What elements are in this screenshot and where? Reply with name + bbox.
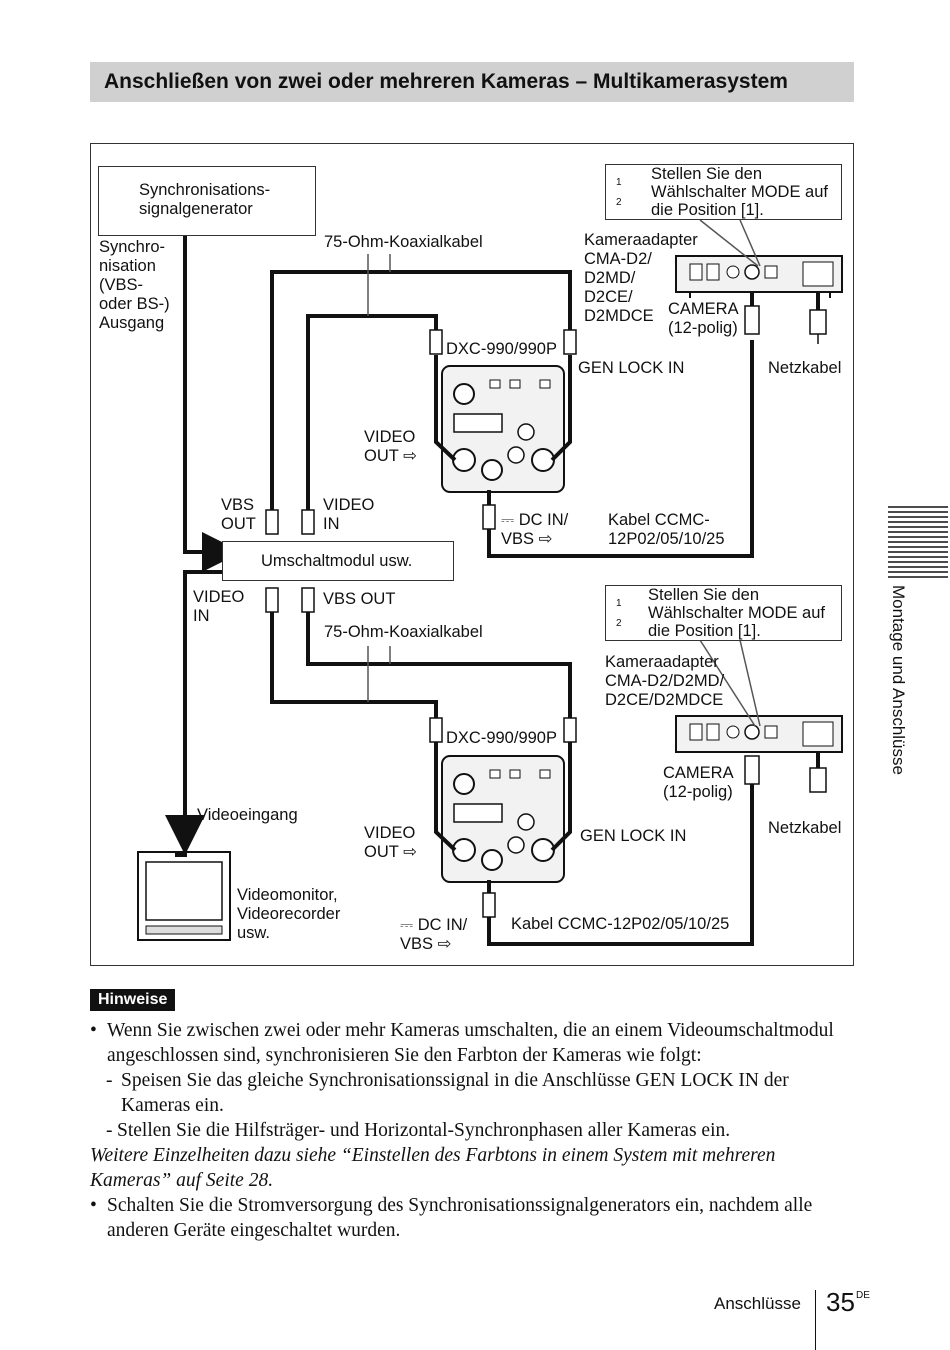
video-out-label-bottom: VIDEO OUT ⇨ <box>364 824 417 861</box>
dash-icon: - <box>106 1120 113 1141</box>
sync-generator-label: Synchronisations- signalgenerator <box>139 181 271 218</box>
coax-leader-top <box>367 254 391 316</box>
note-text: Schalten Sie die Stromversorgung des Syn… <box>107 1195 813 1241</box>
coax-cable-bottom <box>270 598 572 728</box>
diagram-frame <box>90 143 854 966</box>
mode-note-top: Stellen Sie den Wählschalter MODE auf di… <box>651 165 828 219</box>
sync-generator-box: Synchronisations- signalgenerator <box>98 166 316 236</box>
footer-section-label: Anschlüsse <box>714 1294 801 1313</box>
vbs-out-label-left: VBS OUT <box>221 496 256 533</box>
switcher-box: Umschaltmodul usw. <box>222 541 454 581</box>
video-in-label-mid: VIDEO IN <box>193 588 245 625</box>
dcin-label-top: ⎓ DC IN/ VBS ⇨ <box>501 511 569 548</box>
mode-note-bottom: Stellen Sie den Wählschalter MODE auf di… <box>648 586 825 640</box>
videoeingang-label: Videoeingang <box>197 806 298 824</box>
page-title: Anschließen von zwei oder mehreren Kamer… <box>104 70 788 93</box>
coax-label-top: 75-Ohm-Koaxialkabel <box>324 233 483 251</box>
coax-label-bottom: 75-Ohm-Koaxialkabel <box>324 623 483 641</box>
bnc-connectors-top <box>265 329 577 535</box>
switcher-monitor-line <box>165 570 222 855</box>
genlock-label-top: GEN LOCK IN <box>578 359 685 377</box>
switch-digits-top: 1 2 <box>616 177 622 208</box>
genlock-label-bottom: GEN LOCK IN <box>580 827 687 845</box>
dash-icon: - <box>106 1070 113 1091</box>
dcin-label-bottom: ⎓ DC IN/ VBS ⇨ <box>400 916 468 953</box>
side-tab-label: Montage und Anschlüsse <box>889 585 908 775</box>
bullet-icon: • <box>90 1020 97 1041</box>
video-in-label-left: VIDEO IN <box>323 496 375 533</box>
note-item: • Schalten Sie die Stromversorgung des S… <box>90 1193 860 1243</box>
mode-leader-bottom <box>699 639 761 727</box>
note-subtext: Stellen Sie die Hilfsträger- und Horizon… <box>117 1120 731 1141</box>
bullet-icon: • <box>90 1195 97 1216</box>
sync-signal-line <box>183 236 242 572</box>
power-cable-top <box>750 292 820 310</box>
sync-output-label: Synchro- nisation (VBS- oder BS-) Ausgan… <box>99 238 170 332</box>
kabel-label-bottom: Kabel CCMC-12P02/05/10/25 <box>511 915 730 933</box>
page-language-suffix: DE <box>856 1290 870 1301</box>
notes-section: • Wenn Sie zwischen zwei oder mehr Kamer… <box>90 1018 860 1243</box>
mode-note-box-bottom: 1 2 Stellen Sie den Wählschalter MODE au… <box>605 585 842 641</box>
dxc-label-bottom: DXC-990/990P <box>446 729 557 747</box>
camera-bottom-device <box>441 755 565 883</box>
note-item: • Wenn Sie zwischen zwei oder mehr Kamer… <box>90 1018 860 1068</box>
coax-cable-top <box>270 270 572 517</box>
note-subitem: - Stellen Sie die Hilfsträger- und Horiz… <box>90 1118 860 1143</box>
adapter-label-top: Kameraadapter CMA-D2/ D2MD/ D2CE/ D2MDCE <box>584 231 698 325</box>
side-tab-stripes <box>888 506 948 578</box>
camera-top-device <box>441 365 565 493</box>
netzkabel-label-top: Netzkabel <box>768 359 842 377</box>
note-text: Wenn Sie zwischen zwei oder mehr Kameras… <box>107 1020 834 1066</box>
netzkabel-label-bottom: Netzkabel <box>768 819 842 837</box>
hinweise-label: Hinweise <box>90 989 176 1011</box>
camera-connector-label-bottom: CAMERA (12-polig) <box>663 764 734 801</box>
kabel-label-top: Kabel CCMC- 12P02/05/10/25 <box>608 511 725 548</box>
note-subitem: - Speisen Sie das gleiche Synchronisatio… <box>90 1068 860 1118</box>
bnc-connectors-bottom <box>265 587 577 918</box>
switcher-label: Umschaltmodul usw. <box>261 552 413 570</box>
footer-divider <box>815 1290 816 1350</box>
mode-leader-top <box>699 219 761 267</box>
reference-text: Weitere Einzelheiten dazu siehe “Einstel… <box>90 1145 776 1191</box>
plugs-top <box>744 305 827 344</box>
coax-leader-bottom <box>367 646 391 702</box>
video-out-label-top: VIDEO OUT ⇨ <box>364 428 417 465</box>
note-subtext: Speisen Sie das gleiche Synchronisations… <box>121 1070 789 1116</box>
page-number: 35 <box>826 1287 855 1317</box>
title-bar: Anschließen von zwei oder mehreren Kamer… <box>90 62 854 102</box>
plugs-bottom <box>744 755 827 793</box>
video-monitor <box>137 851 231 941</box>
vbs-out-label-mid: VBS OUT <box>323 590 396 608</box>
dxc-label-top: DXC-990/990P <box>446 340 557 358</box>
switch-digits-bottom: 1 2 <box>616 598 622 629</box>
monitor-label: Videomonitor, Videorecorder usw. <box>237 886 341 942</box>
adapter-label-bottom: Kameraadapter CMA-D2/D2MD/ D2CE/D2MDCE <box>605 653 725 709</box>
mode-note-box-top: 1 2 Stellen Sie den Wählschalter MODE au… <box>605 164 842 220</box>
camera-connector-label-top: CAMERA (12-polig) <box>668 300 739 337</box>
